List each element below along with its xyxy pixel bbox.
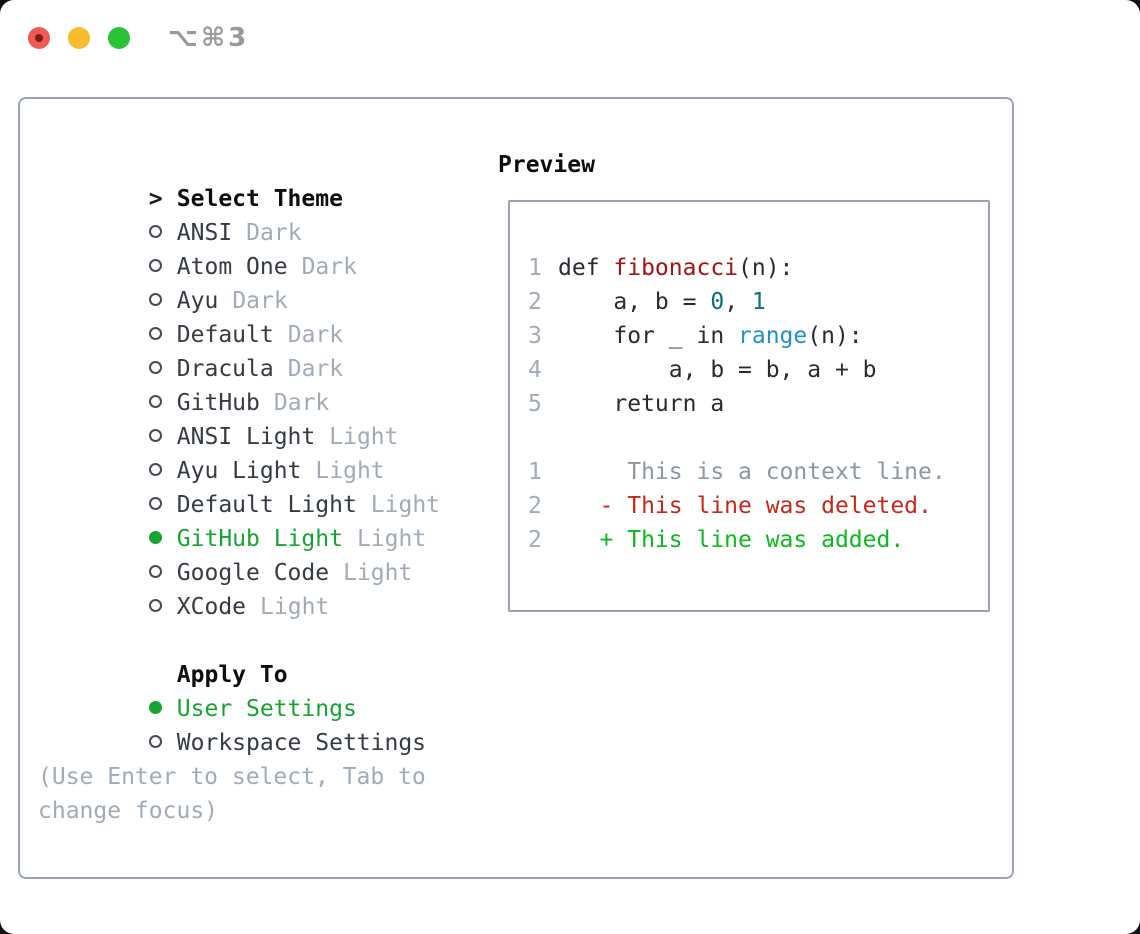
- variant-tag: Light: [343, 560, 413, 586]
- apply-option-workspace-settings[interactable]: Workspace Settings: [38, 692, 440, 756]
- radio-unselected-icon: [148, 497, 162, 510]
- radio-unselected-icon: [148, 293, 162, 306]
- radio-unselected-icon: [148, 735, 162, 748]
- variant-tag: Light: [370, 492, 441, 518]
- radio-unselected-icon: [148, 599, 162, 612]
- radio-unselected-icon: [148, 429, 162, 442]
- line-number: 2: [528, 527, 542, 553]
- variant-tag: Dark: [301, 254, 357, 280]
- preview-title: Preview: [498, 152, 595, 178]
- close-button[interactable]: [28, 27, 50, 49]
- number-token: 1: [751, 289, 766, 315]
- line-number: 4: [528, 357, 542, 383]
- line-number: 5: [528, 391, 542, 417]
- line-number: 2: [528, 493, 542, 519]
- minimize-button[interactable]: [68, 27, 90, 49]
- radio-unselected-icon: [148, 361, 162, 374]
- window-titlebar: ⌥⌘3: [0, 0, 1140, 76]
- builtin-token: range: [738, 323, 808, 349]
- diff-line-added: 2 + This line was added.: [528, 523, 946, 557]
- line-number: 3: [528, 323, 542, 349]
- variant-tag: Dark: [246, 220, 302, 246]
- radio-unselected-icon: [148, 395, 162, 408]
- diff-line-deleted: 2 - This line was deleted.: [528, 489, 946, 523]
- line-number: 1: [528, 459, 542, 485]
- prompt-icon: >: [148, 186, 163, 212]
- code-line: 5 return a: [528, 387, 946, 421]
- radio-unselected-icon: [148, 225, 162, 238]
- help-text-line-2: change focus): [38, 798, 219, 824]
- line-number: 2: [528, 289, 542, 315]
- variant-tag: Light: [315, 458, 385, 484]
- radio-unselected-icon: [148, 463, 162, 476]
- variant-tag: Light: [356, 526, 427, 552]
- theme-list-title: Select Theme: [176, 186, 343, 212]
- variant-tag: Dark: [232, 288, 288, 314]
- variant-tag: Light: [329, 424, 399, 450]
- function-name-token: fibonacci: [613, 255, 739, 281]
- variant-tag: Dark: [273, 390, 330, 416]
- radio-selected-icon: [148, 701, 162, 714]
- apply-to-header: Apply To: [38, 624, 440, 688]
- radio-unselected-icon: [148, 565, 162, 578]
- code-line: 4 a, b = b, a + b: [528, 353, 946, 387]
- apply-option-user-settings[interactable]: User Settings: [38, 658, 440, 722]
- line-number: 1: [528, 255, 542, 281]
- code-line: 2 a, b = 0, 1: [528, 285, 946, 319]
- close-dot-icon: [35, 34, 43, 42]
- radio-unselected-icon: [148, 259, 162, 272]
- radio-unselected-icon: [148, 327, 162, 340]
- help-text-line-1: (Use Enter to select, Tab to: [38, 764, 426, 790]
- code-line: 3 for _ in range(n):: [528, 319, 946, 353]
- number-token: 0: [710, 289, 725, 315]
- spacer: [528, 421, 946, 455]
- diff-line-context: 1 This is a context line.: [528, 455, 946, 489]
- radio-selected-icon: [148, 531, 162, 544]
- variant-tag: Dark: [287, 322, 344, 348]
- theme-list-header: > Select Theme: [38, 148, 440, 212]
- maximize-button[interactable]: [108, 27, 130, 49]
- variant-tag: Light: [260, 594, 330, 620]
- window-title: ⌥⌘3: [168, 23, 250, 53]
- variant-tag: Dark: [287, 356, 344, 382]
- apply-to-title: Apply To: [176, 662, 288, 688]
